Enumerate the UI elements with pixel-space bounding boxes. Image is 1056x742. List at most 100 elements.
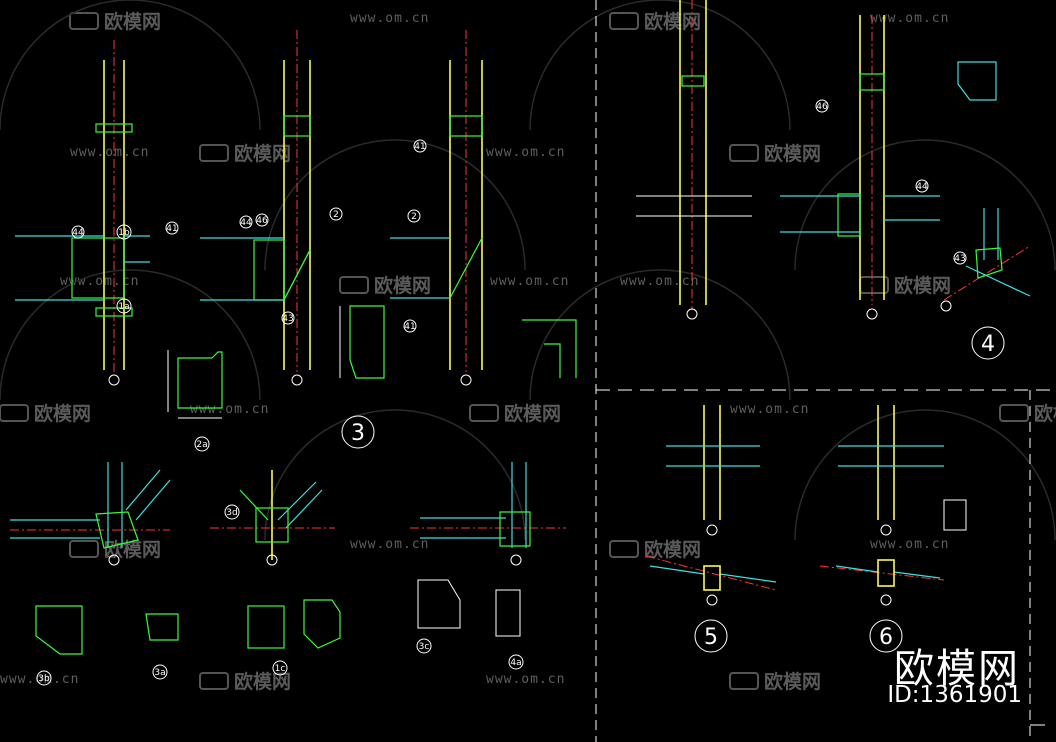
detail-mark-label: 5 [704, 625, 718, 650]
callout-bubble [165, 221, 179, 235]
sub-mark-circle [152, 664, 168, 680]
sub-mark-label: 3c [419, 642, 430, 652]
callout-bubble [403, 319, 417, 333]
callout-bubble [255, 213, 269, 227]
watermark-logo-icon [609, 540, 639, 558]
sub-mark-label: 1b [118, 228, 130, 238]
callout-label: 46 [256, 216, 268, 226]
watermark-arc [794, 409, 1056, 541]
watermark-layer: www.om.cn www.om.cn www.om.cn www.om.cn www.… [0, 0, 1056, 693]
callout-bubble [71, 225, 85, 239]
detail-mark-label: 6 [879, 625, 893, 650]
sheet-frame [595, 0, 1056, 742]
brace-joint-4a [940, 61, 1031, 312]
detail-mark-label: 3 [351, 421, 365, 446]
brace-joint-1b [10, 462, 171, 566]
watermark-arc [794, 139, 1056, 271]
sub-mark-circle [508, 654, 524, 670]
sub-mark-label: 1c [275, 664, 286, 674]
watermark-arc [529, 269, 791, 401]
callout-label: 41 [404, 322, 415, 332]
watermark-url: www.om.cn [350, 537, 429, 552]
watermark-url: www.om.cn [490, 274, 569, 289]
brand-id: ID:1361901 [887, 682, 1022, 708]
watermark-url: www.om.cn [486, 672, 565, 687]
sub-mark-label: 3d [226, 508, 237, 518]
watermark-logo-icon [69, 12, 99, 30]
sub-mark-label: 3a [154, 668, 165, 678]
watermark-site-name: 欧模网 [764, 670, 821, 693]
watermark-arc [264, 409, 526, 541]
detail-mark-group: 3 4 5 6 [341, 326, 1005, 653]
callout-label: 43 [954, 254, 965, 264]
watermark-logo-icon [469, 404, 499, 422]
callout-label: 41 [166, 224, 177, 234]
column-detail-2 [200, 30, 311, 386]
callout-label: 43 [282, 314, 293, 324]
watermark-logo-icon [729, 672, 759, 690]
callout-bubble [413, 139, 427, 153]
brace-joint-3c [410, 462, 566, 566]
sub-mark-label: 3b [38, 674, 50, 684]
plate-detail-angle [522, 319, 577, 378]
watermark-site-name: 欧模网 [234, 142, 291, 165]
watermark-logo-icon [339, 276, 369, 294]
callout-label: 44 [240, 218, 252, 228]
watermark-site-name: 欧模网 [104, 538, 161, 561]
column-detail-right-1 [636, 0, 752, 320]
column-detail-5 [645, 405, 777, 606]
watermark-url: www.om.cn [870, 11, 949, 26]
brand-name: 欧模网 [894, 646, 1020, 692]
detail-mark-circle [694, 619, 728, 653]
detail-mark-circle [971, 326, 1005, 360]
watermark-url: www.om.cn [190, 402, 269, 417]
callout-bubble [953, 251, 967, 265]
watermark-url: www.om.cn [70, 145, 149, 160]
watermark-url: www.om.cn [350, 11, 429, 26]
callout-bubble [281, 311, 295, 325]
watermark-site-name: 欧模网 [104, 10, 161, 33]
sub-mark-circle [224, 504, 240, 520]
watermark-arc [264, 139, 526, 271]
brace-joint-3d [210, 470, 335, 566]
watermark-site-name: 欧模网 [504, 402, 561, 425]
callout-bubble [815, 99, 829, 113]
watermark-site-name: 欧模网 [34, 402, 91, 425]
watermark-logo-icon [199, 144, 229, 162]
watermark-logo-icon [729, 144, 759, 162]
callout-bubble [329, 207, 343, 221]
watermark-site-name: 欧模网 [1034, 402, 1056, 425]
watermark-arc [0, 269, 261, 401]
callout-label: 44 [72, 228, 84, 238]
callout-label: 44 [916, 182, 928, 192]
watermark-site-name: 欧模网 [234, 670, 291, 693]
column-detail-3 [390, 30, 483, 386]
detail-mark-circle [869, 619, 903, 653]
column-detail-6 [819, 405, 967, 606]
sub-mark-circle [272, 660, 288, 676]
watermark-url: www.om.cn [0, 672, 79, 687]
watermark-site-name: 欧模网 [764, 142, 821, 165]
plate-detail-2a [167, 350, 223, 419]
sub-mark-circle [36, 670, 52, 686]
watermark-url: www.om.cn [486, 145, 565, 160]
callout-bubble [407, 209, 421, 223]
callout-label: 46 [816, 102, 828, 112]
watermark-site-name: 欧模网 [644, 538, 701, 561]
sub-mark-circle [116, 224, 132, 240]
callout-bubble [915, 179, 929, 193]
watermark-arc [0, 0, 261, 131]
watermark-logo-icon [0, 404, 29, 422]
detail-mark-circle [341, 415, 375, 449]
detail-mark-label: 4 [981, 332, 995, 357]
sub-mark-label: 2a [196, 440, 207, 450]
watermark-logo-icon [999, 404, 1029, 422]
watermark-logo-icon [199, 672, 229, 690]
plate-detail-stiffener [339, 305, 385, 379]
watermark-site-name: 欧模网 [644, 10, 701, 33]
plate-sketches-row [35, 579, 521, 655]
watermark-site-name: 欧模网 [374, 274, 431, 297]
